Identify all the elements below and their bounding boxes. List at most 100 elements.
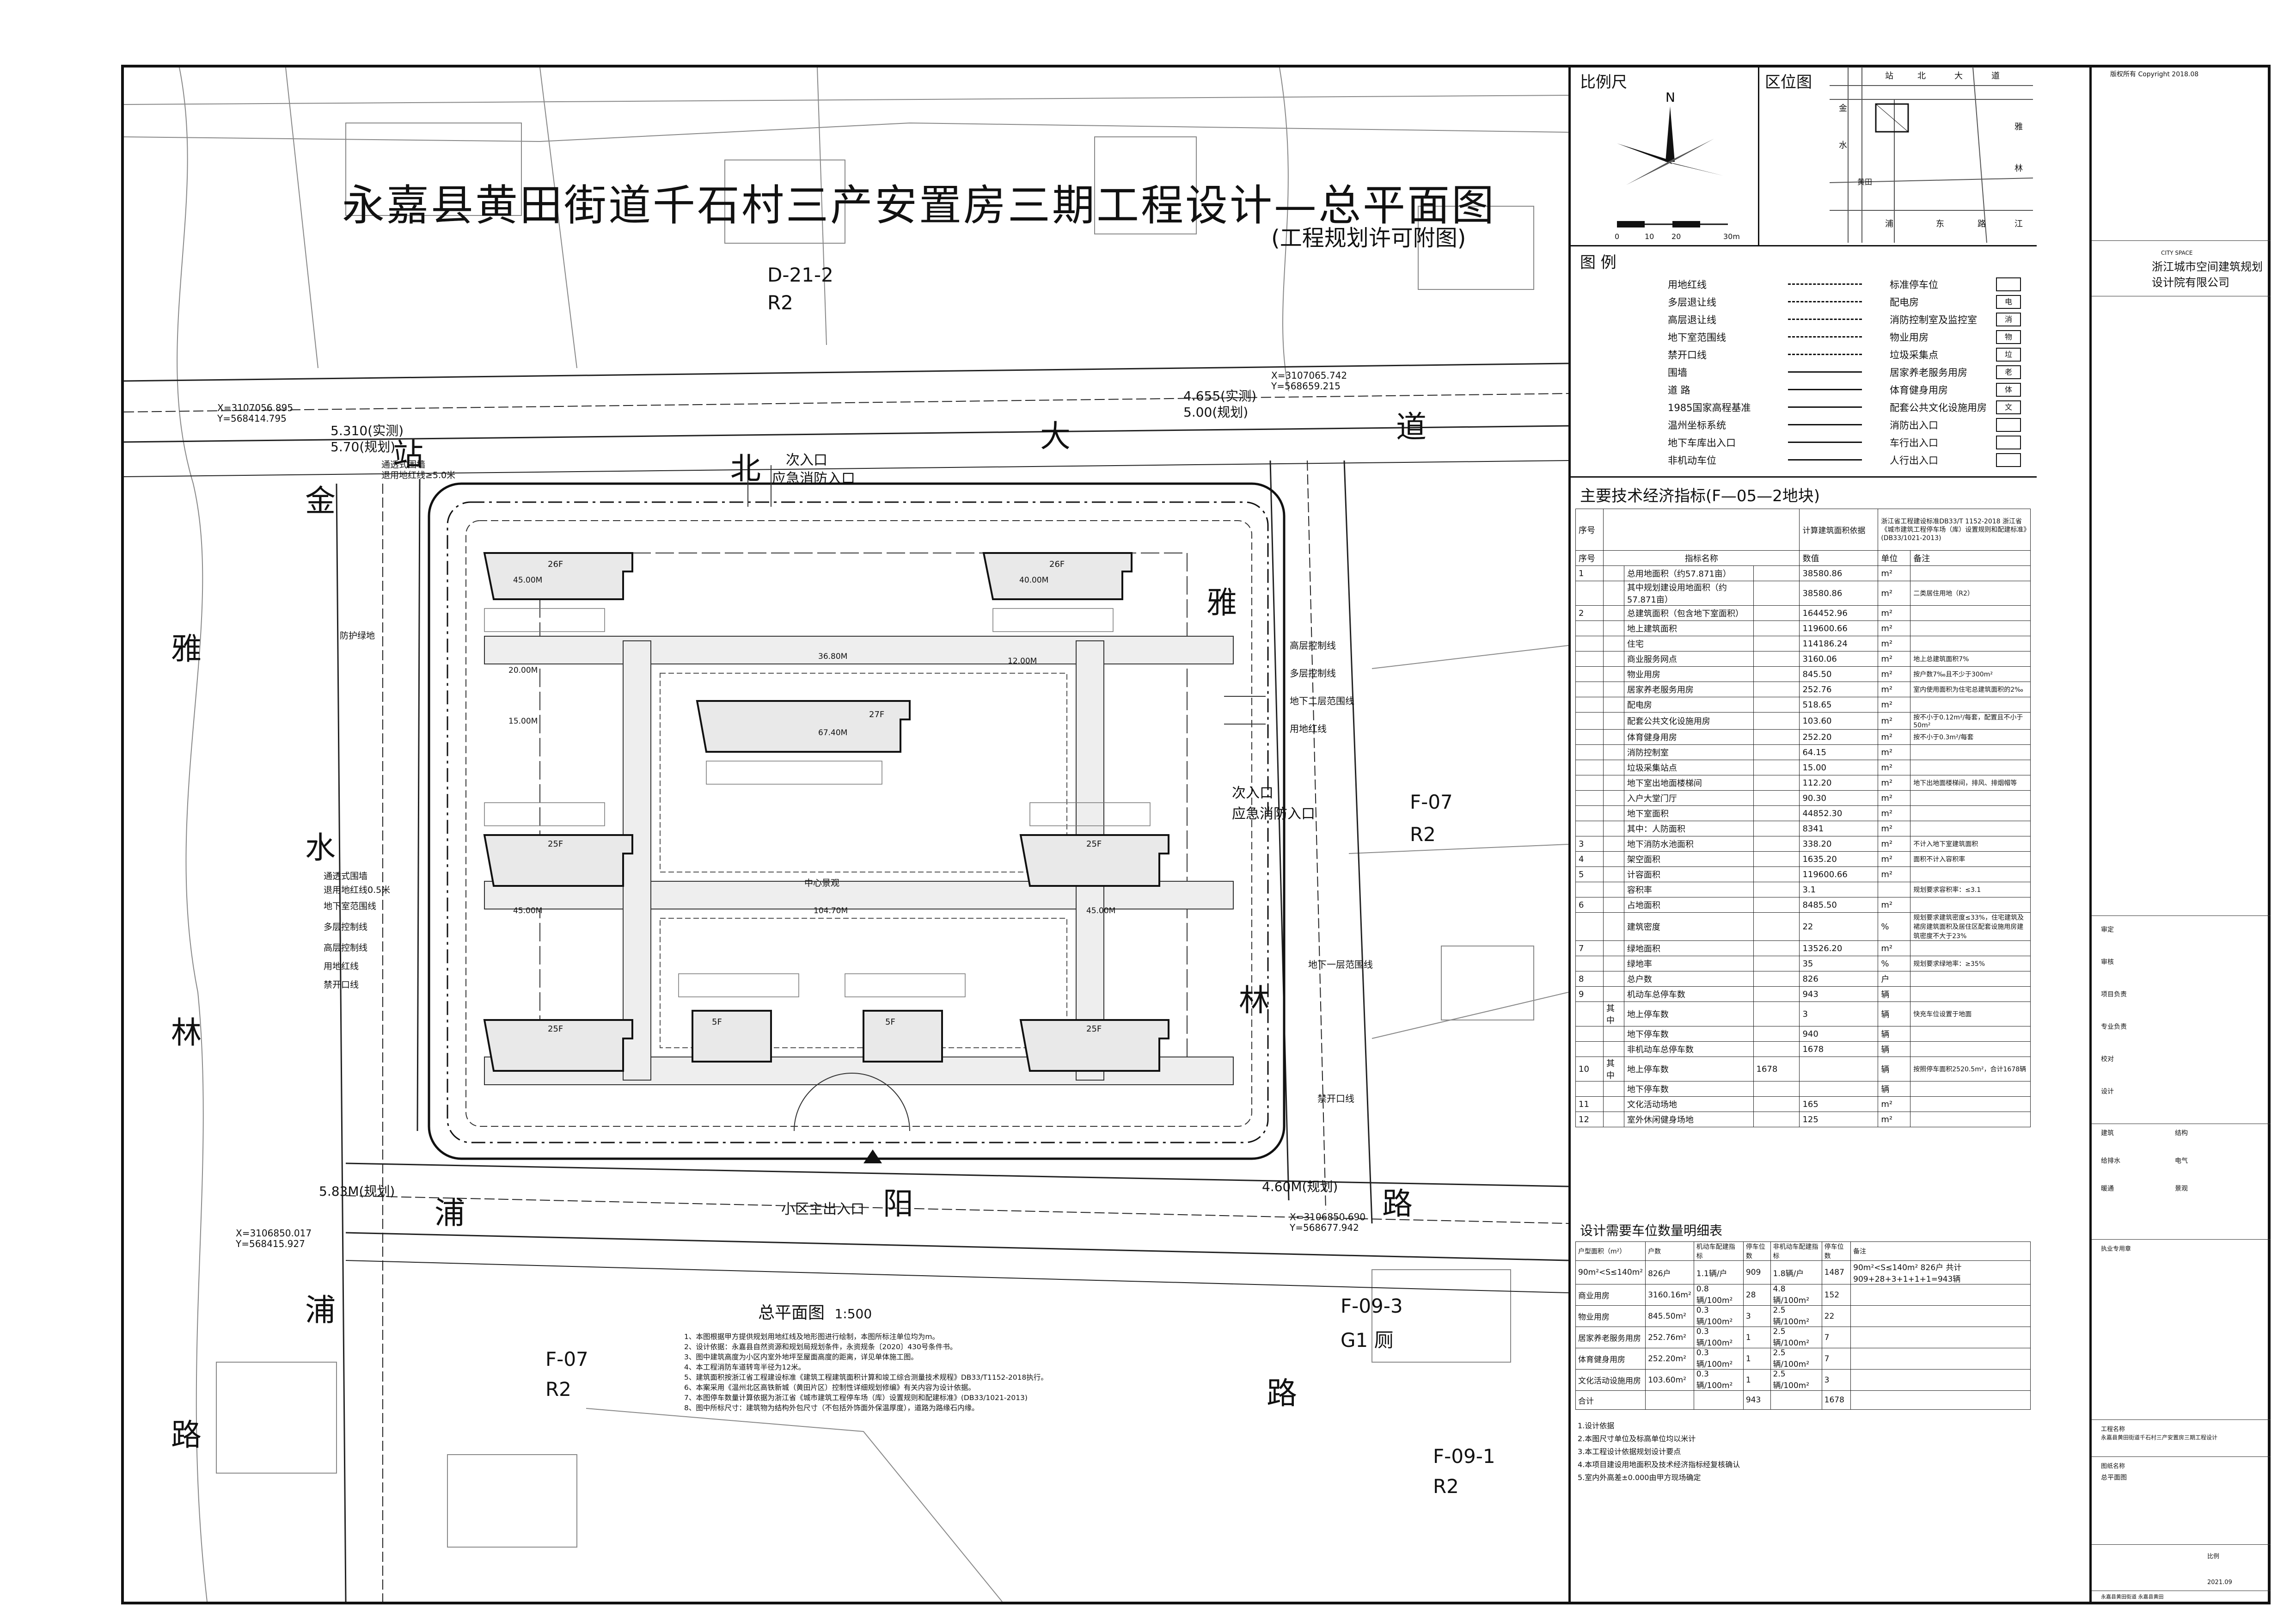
building-label: 5F xyxy=(712,1017,722,1027)
table-cell: 22 xyxy=(1821,1305,1851,1327)
scale-title: 比例尺 xyxy=(1580,73,1627,92)
table-cell: 943 xyxy=(1743,1390,1771,1410)
table-cell xyxy=(1910,986,2031,1002)
legend-item-label: 围墙 xyxy=(1668,367,1687,378)
location-street: 东 xyxy=(1936,219,1944,229)
site-label: 通透式围墙 xyxy=(381,460,426,470)
table-cell: 绿地率 xyxy=(1623,956,1754,971)
building-label: 25F xyxy=(548,839,563,849)
building-label: 25F xyxy=(1086,839,1102,849)
table-cell: 7 xyxy=(1821,1348,1851,1370)
dimension: 20.00M xyxy=(508,666,538,675)
table-cell: 0.8辆/100m² xyxy=(1693,1284,1744,1306)
table-cell: 计容面积 xyxy=(1623,866,1754,882)
elevation-value: 4.655(实测) xyxy=(1183,388,1257,404)
table-cell: 2.5辆/100m² xyxy=(1770,1348,1822,1370)
table-cell: 户 xyxy=(1878,971,1911,987)
table-cell xyxy=(1910,1096,2031,1112)
scale-location-box: 比例尺 N 0 10 20 30m 区位图 站 xyxy=(1571,65,2037,246)
table-cell: 0.3辆/100m² xyxy=(1693,1348,1744,1370)
table-cell: 辆 xyxy=(1878,986,1911,1002)
plan-caption-text: 总平面图 xyxy=(758,1303,825,1322)
tech-table: 序号 计算建筑面积依据 浙江省工程建设标准DB33/T 1152-2018 浙江… xyxy=(1575,509,2031,1127)
table-header-cell: 机动车配建指标 xyxy=(1693,1241,1744,1261)
discipline-label: 建筑 xyxy=(2101,1130,2114,1137)
table-cell xyxy=(1603,851,1624,867)
legend-item-symbol xyxy=(1788,389,1862,390)
table-cell: 其中 xyxy=(1603,1001,1624,1026)
table-cell xyxy=(1910,636,2031,651)
table-cell: 15.00 xyxy=(1799,760,1879,775)
table-cell: 配套公共文化设施用房 xyxy=(1623,712,1754,730)
table-cell xyxy=(1603,986,1624,1002)
table-header-cell: 停车位数 xyxy=(1743,1241,1771,1261)
legend-item-label: 人行出入口 xyxy=(1890,455,1938,466)
th: 数值 xyxy=(1799,550,1879,566)
table-cell: 165 xyxy=(1799,1096,1879,1112)
table-cell xyxy=(1603,1081,1624,1097)
table-cell: m² xyxy=(1878,565,1911,581)
table-cell: 室外休闲健身场地 xyxy=(1623,1112,1754,1127)
table-cell: m² xyxy=(1878,805,1911,821)
parcel-code: F-09-3 xyxy=(1341,1295,1403,1317)
table-cell xyxy=(1575,912,1604,941)
table-cell xyxy=(1575,1041,1604,1057)
table-cell: 252.76m² xyxy=(1645,1327,1694,1348)
table-cell: 3 xyxy=(1743,1305,1771,1327)
th: 备注 xyxy=(1910,550,2031,566)
coordinate: X=3107056.895 xyxy=(217,402,294,413)
dimension: 36.80M xyxy=(818,652,848,661)
road-char: 雅 xyxy=(1206,585,1237,621)
table-cell xyxy=(1603,621,1624,636)
legend-item-label: 禁开口线 xyxy=(1668,350,1707,361)
note-line: 7、本图停车数量计算依据为浙江省《城市建筑工程停车场（库）设置规则和配建标准》(… xyxy=(684,1394,1028,1402)
table-cell: 商业服务网点 xyxy=(1623,651,1754,667)
dimension: 15.00M xyxy=(508,717,538,726)
coordinate: Y=568414.795 xyxy=(217,413,287,424)
table-cell xyxy=(1753,821,1800,836)
table-cell: 1 xyxy=(1575,565,1604,581)
table-cell xyxy=(1603,565,1624,581)
table-cell: m² xyxy=(1878,744,1911,760)
table-cell xyxy=(1603,805,1624,821)
table-cell: m² xyxy=(1878,666,1911,682)
table-cell xyxy=(1910,940,2031,956)
table-cell xyxy=(1910,605,2031,621)
info-panel: 比例尺 N 0 10 20 30m 区位图 站 xyxy=(1568,65,2037,1604)
table-cell: 快充车位设置于地面 xyxy=(1910,1001,2031,1026)
table-cell xyxy=(1603,729,1624,745)
table-cell xyxy=(1910,1081,2031,1097)
table-cell xyxy=(1575,651,1604,667)
legend-item-symbol xyxy=(1788,459,1862,461)
table-cell xyxy=(1603,605,1624,621)
plan-caption: 总平面图 1:500 xyxy=(758,1299,872,1323)
table-cell: 体育健身用房 xyxy=(1623,729,1754,745)
table-cell: m² xyxy=(1878,712,1911,730)
project-label: 工程名称 xyxy=(2101,1426,2125,1433)
site-label: 禁开口线 xyxy=(324,980,359,990)
table-cell: 辆 xyxy=(1878,1001,1911,1026)
table-header-cell: 户型面积（m²） xyxy=(1575,1241,1646,1261)
legend-item-symbol xyxy=(1788,406,1862,408)
legend-item-label: 物业用房 xyxy=(1890,332,1929,343)
table-cell: 总建筑面积（包含地下室面积） xyxy=(1623,605,1754,621)
site-label: 地下二层范围线 xyxy=(1290,695,1354,707)
table-cell xyxy=(1603,636,1624,651)
table-cell: 1678 xyxy=(1821,1390,1851,1410)
plan-notes: 1、本图根据甲方提供规划用地红线及地形图进行绘制，本图所标注单位均为m。 2、设… xyxy=(684,1332,1239,1413)
table-cell xyxy=(1603,1041,1624,1057)
parcel-code: F-07 xyxy=(545,1348,588,1370)
note-line: 6、本案采用《温州北区高铁新城（黄田片区）控制性详细规划修编》有关内容为设计依据… xyxy=(684,1383,975,1392)
table-header-cell: 户数 xyxy=(1645,1241,1694,1261)
dimension: 45.00M xyxy=(513,576,543,585)
table-cell: 架空面积 xyxy=(1623,851,1754,867)
scale-label: 比例 xyxy=(2207,1553,2220,1560)
table-cell: 1487 xyxy=(1821,1260,1851,1284)
dimension: 12.00M xyxy=(1008,657,1037,666)
legend-item-label: 体育健身用房 xyxy=(1890,385,1948,396)
